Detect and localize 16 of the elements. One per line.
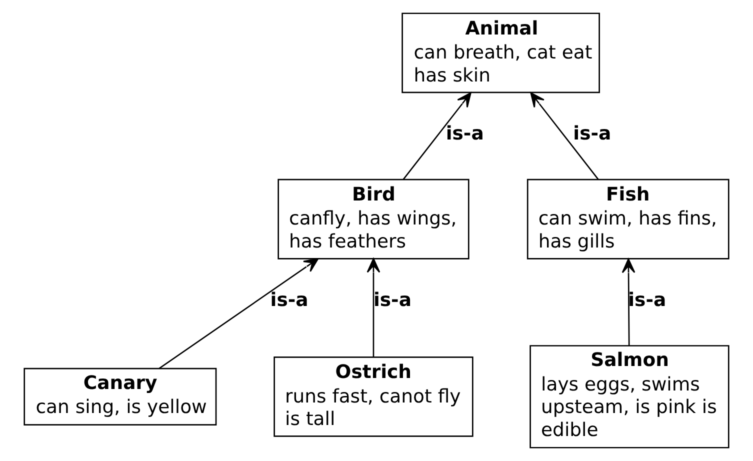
arrow bbox=[366, 258, 380, 357]
arrow bbox=[158, 258, 319, 369]
arrow bbox=[402, 92, 472, 180]
node-box: Salmon lays eggs, swims upsteam, is pink is edible bbox=[530, 345, 730, 448]
node-box: Canary can sing, is yellow bbox=[24, 368, 217, 426]
edge-label: is-a bbox=[373, 290, 412, 311]
node-box: Fish can swim, has fins, has gills bbox=[526, 178, 730, 260]
node-box: Bird canfly, has wings, has feathers bbox=[278, 178, 470, 260]
arrow bbox=[622, 258, 636, 346]
edge-label: is-a bbox=[573, 124, 612, 145]
edge-label: is-a bbox=[446, 124, 484, 145]
arrow bbox=[530, 92, 599, 180]
node-box: Animal can breath, cat eat has skin bbox=[402, 12, 600, 94]
edge-label: is-a bbox=[628, 290, 666, 311]
node-box: Ostrich runs fast, canot fly is tall bbox=[274, 356, 474, 437]
edge-label: is-a bbox=[270, 290, 308, 311]
